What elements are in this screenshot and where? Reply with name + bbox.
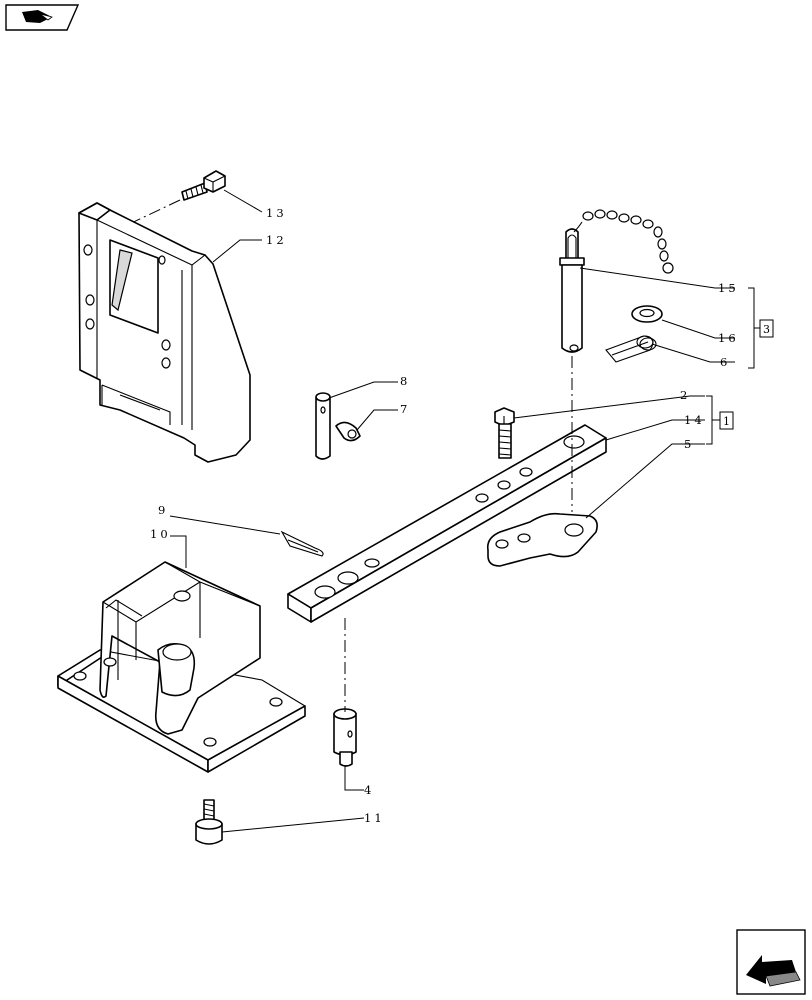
callout-2: 2	[680, 388, 690, 402]
book-navigation-icon[interactable]	[5, 4, 80, 31]
part-7-clip	[335, 421, 361, 442]
assembly-axes	[344, 356, 573, 712]
part-13-bolt	[124, 170, 226, 227]
previous-page-arrow-icon[interactable]	[736, 929, 806, 995]
part-9-cotter-pin	[280, 530, 324, 557]
callout-13: 13	[266, 206, 287, 220]
part-15-pin-with-chain	[559, 209, 674, 353]
callout-7: 7	[400, 402, 410, 416]
callout-box-3: 3	[763, 323, 770, 336]
part-11-bolt	[195, 799, 223, 845]
part-10-tow-bracket	[57, 561, 306, 773]
callout-5: 5	[684, 437, 694, 451]
callout-11: 11	[364, 811, 385, 825]
part-5-plate	[486, 512, 598, 567]
chain-links	[573, 209, 674, 274]
callout-box-1: 1	[723, 415, 730, 428]
part-16-washer	[631, 305, 663, 323]
callout-15: 15	[718, 281, 739, 295]
part-2-bolt	[494, 407, 515, 459]
callout-4: 4	[364, 783, 374, 797]
callout-8: 8	[400, 374, 410, 388]
part-14-drawbar	[287, 424, 607, 623]
callout-9: 9	[158, 503, 168, 517]
part-8-pin	[315, 392, 331, 460]
callout-6: 6	[720, 355, 730, 369]
part-4-pin	[333, 708, 357, 767]
part-12-bracket-plate	[78, 202, 251, 463]
callout-10: 10	[150, 527, 171, 541]
leader-lines	[169, 189, 760, 833]
callout-14: 14	[684, 413, 705, 427]
callout-12: 12	[266, 233, 287, 247]
part-6-spring-clip	[605, 335, 657, 363]
callout-labels: 13 12 8 7 15 16 6 2 14 5 9 10 4 11 3 1	[150, 206, 774, 825]
callout-16: 16	[718, 331, 739, 345]
